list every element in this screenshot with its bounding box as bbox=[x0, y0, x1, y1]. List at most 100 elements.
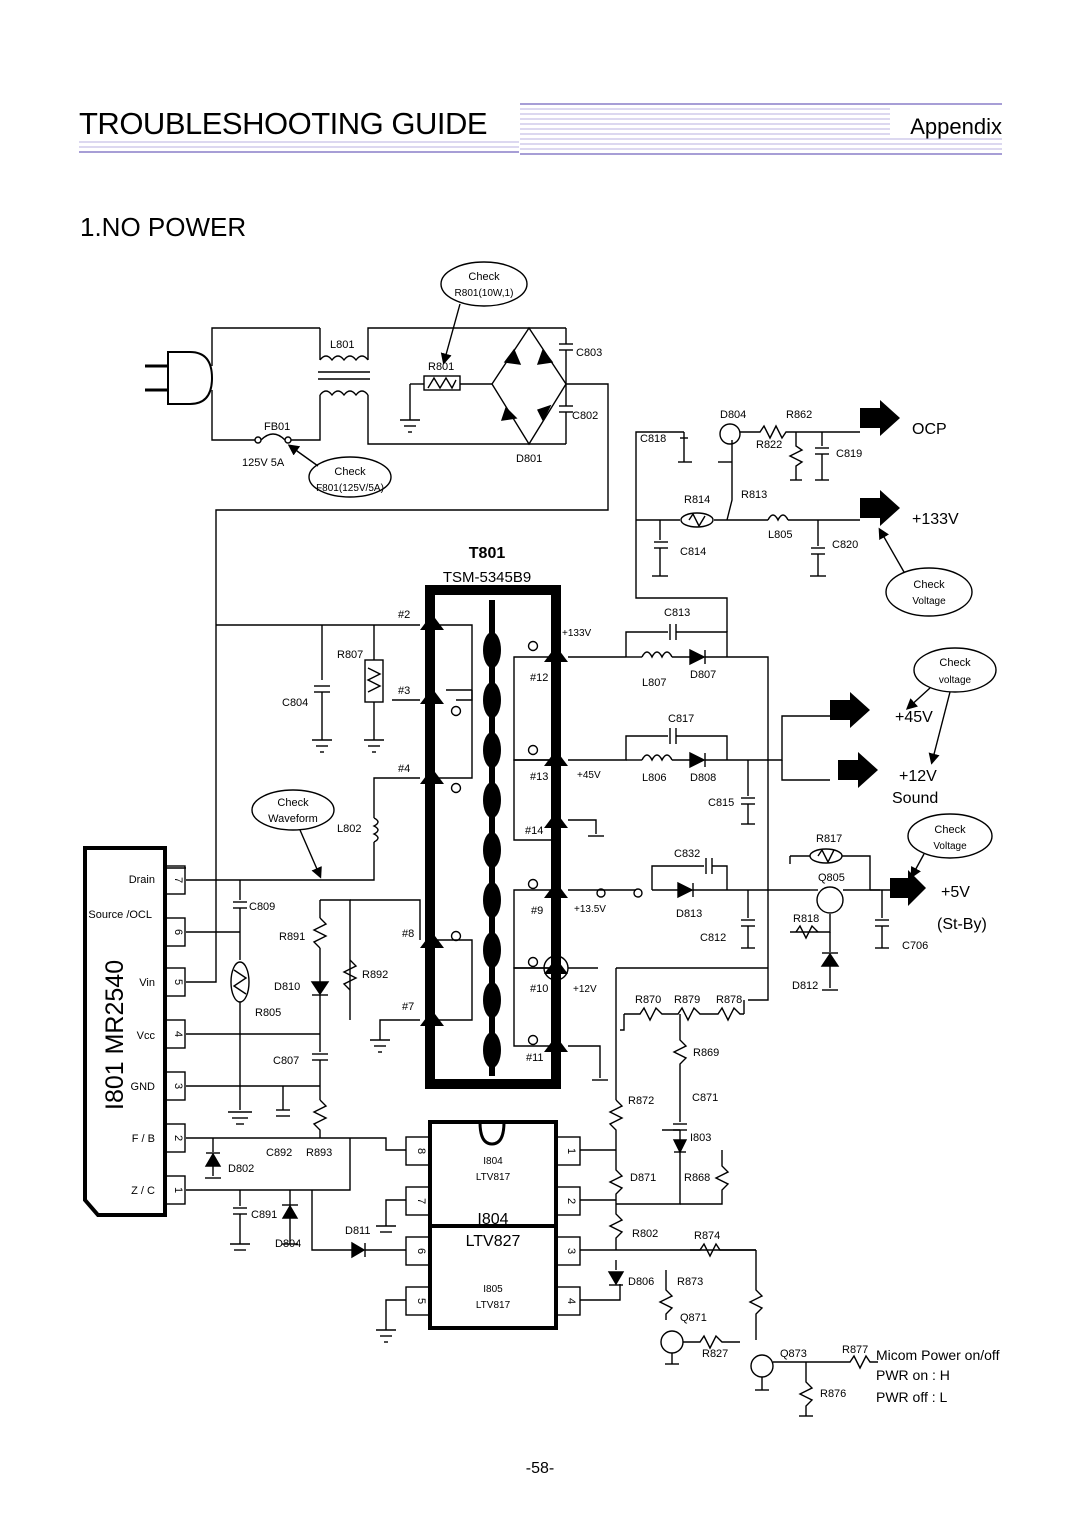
label-c813: C813 bbox=[664, 607, 690, 619]
label-r862: R862 bbox=[786, 409, 812, 421]
pwr-on-label: PWR on : H bbox=[876, 1367, 950, 1383]
label-r805: R805 bbox=[255, 1007, 281, 1019]
label-i803: I803 bbox=[690, 1132, 711, 1144]
label-r893: R893 bbox=[306, 1147, 332, 1159]
ic-pin-name-vin: Vin bbox=[139, 977, 155, 989]
label-l805: L805 bbox=[768, 529, 792, 541]
label-r878: R878 bbox=[716, 994, 742, 1006]
opto-pin-3: 3 bbox=[565, 1248, 577, 1254]
t801-pin-12: #12 bbox=[530, 672, 548, 684]
check-r801-callout bbox=[440, 261, 528, 307]
opto-pin-8: 8 bbox=[415, 1148, 427, 1154]
opto-pin-5: 5 bbox=[415, 1298, 427, 1304]
ic-label: I801 MR2540 bbox=[101, 960, 129, 1110]
label-c892: C892 bbox=[266, 1147, 292, 1159]
label-c820: C820 bbox=[832, 539, 858, 551]
label-r822: R822 bbox=[756, 439, 782, 451]
label-c807: C807 bbox=[273, 1055, 299, 1067]
check-f801-callout bbox=[308, 456, 392, 498]
label-r891: R891 bbox=[279, 931, 305, 943]
ic-i801 bbox=[83, 846, 186, 1217]
label-r879: R879 bbox=[674, 994, 700, 1006]
ac-plug bbox=[145, 351, 214, 405]
ic-pin-name-drain: Drain bbox=[129, 874, 155, 886]
check-f801-line2: F801(125V/5A) bbox=[316, 483, 384, 494]
page-number: -58- bbox=[525, 1460, 555, 1477]
ic-pin-3: 3 bbox=[172, 1083, 184, 1089]
label-c819: C819 bbox=[836, 448, 862, 460]
t801-pin-7: #7 bbox=[402, 1001, 414, 1013]
check-voltage-5-callout bbox=[907, 813, 993, 859]
label-r876: R876 bbox=[820, 1388, 846, 1400]
ic-pin-5: 5 bbox=[172, 979, 184, 985]
t801-pin-3: #3 bbox=[398, 685, 410, 697]
header-rule-left bbox=[79, 141, 519, 153]
opto-pin-4: 4 bbox=[565, 1298, 577, 1304]
label-r877: R877 bbox=[842, 1344, 868, 1356]
opto-pin-6: 6 bbox=[415, 1248, 427, 1254]
output-standby: (St-By) bbox=[937, 916, 987, 933]
check-waveform-callout bbox=[251, 789, 335, 831]
rail-label-135: +13.5V bbox=[574, 904, 606, 915]
opto-top-part: LTV817 bbox=[476, 1172, 511, 1183]
check-voltage-45-line2: voltage bbox=[939, 675, 972, 686]
opto-bottom-part: LTV817 bbox=[476, 1300, 511, 1311]
ic-pin-name-source: Source /OCL bbox=[88, 909, 152, 921]
output-5v: +5V bbox=[941, 884, 970, 901]
label-c802: C802 bbox=[572, 410, 598, 422]
label-c818: C818 bbox=[640, 433, 666, 445]
rail-label-133: +133V bbox=[562, 628, 592, 639]
opto-top-label: I804 bbox=[483, 1156, 503, 1167]
optocoupler-i804 bbox=[405, 1120, 581, 1330]
label-d811: D811 bbox=[345, 1225, 370, 1237]
label-r817: R817 bbox=[816, 833, 842, 845]
t801-pin-11: #11 bbox=[526, 1052, 544, 1064]
header-rule bbox=[520, 103, 1002, 155]
label-d804a: D804 bbox=[720, 409, 746, 421]
label-c891: C891 bbox=[251, 1209, 277, 1221]
rail-label-45: +45V bbox=[577, 770, 601, 781]
label-c814: C814 bbox=[680, 546, 706, 558]
t801-pin-10: #10 bbox=[530, 983, 548, 995]
label-r870: R870 bbox=[635, 994, 661, 1006]
output-45v: +45V bbox=[895, 709, 933, 726]
label-r869: R869 bbox=[693, 1047, 719, 1059]
label-d802: D802 bbox=[228, 1163, 254, 1175]
label-l807: L807 bbox=[642, 677, 666, 689]
label-c809: C809 bbox=[249, 901, 275, 913]
label-c706: C706 bbox=[902, 940, 928, 952]
label-d813: D813 bbox=[676, 908, 702, 920]
label-q871: Q871 bbox=[680, 1312, 707, 1324]
label-r818: R818 bbox=[793, 913, 819, 925]
output-12v: +12V bbox=[899, 768, 937, 785]
fuse-fb01 bbox=[254, 433, 292, 444]
micom-label: Micom Power on/off bbox=[876, 1347, 1000, 1363]
label-c832: C832 bbox=[674, 848, 700, 860]
check-voltage-45-callout bbox=[913, 647, 997, 693]
check-voltage-133-line2: Voltage bbox=[912, 596, 946, 607]
t801-pin-13: #13 bbox=[530, 771, 548, 783]
label-c803: C803 bbox=[576, 347, 602, 359]
check-r801-line2: R801(10W,1) bbox=[455, 288, 514, 299]
check-voltage-5-line1: Check bbox=[934, 824, 966, 836]
label-r872: R872 bbox=[628, 1095, 654, 1107]
label-r814: R814 bbox=[684, 494, 710, 506]
t801-pin-14: #14 bbox=[525, 825, 543, 837]
page-subtitle: Appendix bbox=[910, 114, 1002, 139]
label-q805: Q805 bbox=[818, 872, 845, 884]
opto-pin-7: 7 bbox=[415, 1198, 427, 1204]
label-c812: C812 bbox=[700, 932, 726, 944]
label-l802: L802 bbox=[337, 823, 361, 835]
opto-label: I804 bbox=[477, 1211, 508, 1228]
opto-bottom-label: I805 bbox=[483, 1284, 503, 1295]
label-d806: D806 bbox=[628, 1276, 654, 1288]
transformer-ref: T801 bbox=[469, 545, 506, 562]
ic-pin-name-zc: Z / C bbox=[131, 1185, 155, 1197]
check-f801-line1: Check bbox=[334, 466, 366, 478]
transformer-part: TSM-5345B9 bbox=[443, 569, 531, 586]
output-sound: Sound bbox=[892, 790, 938, 807]
label-c817: C817 bbox=[668, 713, 694, 725]
check-voltage-45-line1: Check bbox=[939, 657, 971, 669]
label-c815: C815 bbox=[708, 797, 734, 809]
